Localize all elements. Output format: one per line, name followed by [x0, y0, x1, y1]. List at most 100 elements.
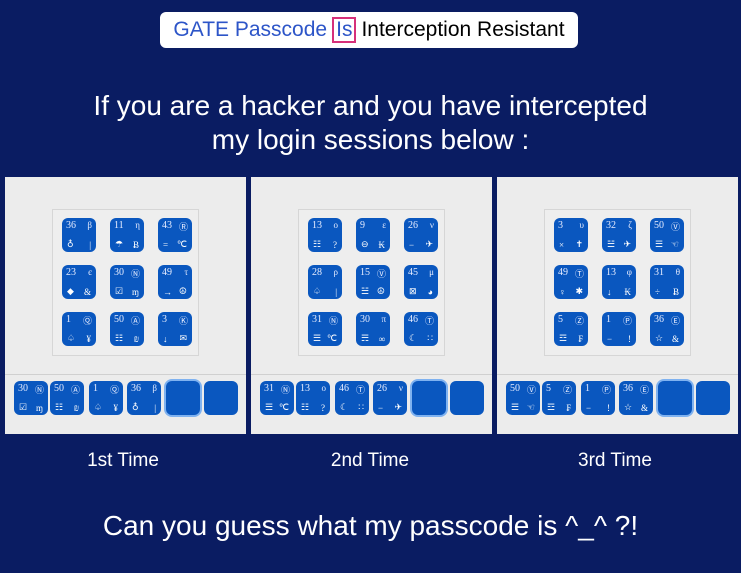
tile-icon-1: ◆ — [67, 286, 74, 296]
tile-icon-1: ☱ — [361, 286, 370, 296]
tile-number: 32 — [606, 220, 616, 231]
tile-symbol: Ⓟ — [601, 385, 611, 395]
tile-number: 43 — [162, 220, 172, 231]
tile-icon-2: | — [154, 403, 156, 413]
tile-icon-1: ☆ — [624, 402, 633, 412]
tile-number: 5 — [558, 314, 563, 325]
empty-token-slot[interactable] — [696, 381, 730, 415]
tile-icon-2: ☜ — [526, 402, 535, 412]
tile-symbol: φ — [626, 267, 632, 277]
tile-number: 50 — [114, 314, 124, 325]
tile-icon-1: − — [607, 334, 613, 344]
tile-icon-2: ? — [321, 403, 325, 413]
tile-icon-2: ✈ — [394, 402, 402, 412]
tile-symbol: Ⓥ — [670, 222, 680, 232]
tile-symbol: Ⓔ — [639, 385, 649, 395]
tile-number: 23 — [66, 267, 76, 278]
empty-token-slot[interactable] — [658, 381, 692, 415]
headline-line-2: my login sessions below : — [211, 124, 530, 155]
tile-symbol: Ⓥ — [376, 269, 386, 279]
tile-symbol: θ — [675, 267, 680, 277]
tile-number: 30 — [360, 314, 370, 325]
tile-symbol: β — [87, 220, 92, 230]
tile-icon-2: & — [83, 287, 91, 297]
tile-symbol: Ⓟ — [622, 316, 632, 326]
empty-token-slot[interactable] — [412, 381, 446, 415]
tile-number: 1 — [585, 383, 590, 394]
tile-number: 36 — [654, 314, 664, 325]
tile-icon-2: ₪ — [73, 403, 79, 413]
tile-icon-2: ℃ — [278, 402, 289, 412]
tile-number: 50 — [510, 383, 520, 394]
tile-icon-1: × — [559, 240, 565, 250]
tile-symbol: ζ — [628, 220, 632, 230]
tile-symbol: Ⓥ — [526, 385, 536, 395]
tile-icon-2: | — [89, 240, 91, 250]
tile-icon-1: ⊠ — [409, 286, 417, 296]
empty-token-slot[interactable] — [166, 381, 200, 415]
tile-icon-1: ☰ — [511, 402, 520, 412]
tile-number: 26 — [377, 383, 387, 394]
tile-icon-2: ✈ — [425, 239, 433, 249]
tile-number: 28 — [312, 267, 322, 278]
entered-token[interactable]: 50 Ⓥ ☰ ☜ — [506, 381, 540, 415]
tile-icon-1: ♁ — [132, 402, 139, 412]
tile-symbol: ε — [382, 220, 386, 230]
empty-token-slot[interactable] — [204, 381, 238, 415]
tile-number: 31 — [654, 267, 664, 278]
tile-number: 1 — [93, 383, 98, 394]
tile-icon-1: ♁ — [67, 239, 74, 249]
empty-token-slot[interactable] — [450, 381, 484, 415]
tile-number: 5 — [546, 383, 551, 394]
tile-icon-2: ₭ — [378, 240, 386, 250]
session-caption: 3rd Time — [578, 450, 652, 471]
tile-number: 13 — [300, 383, 310, 394]
tile-number: 36 — [131, 383, 141, 394]
tile-icon-1: ☷ — [301, 402, 310, 412]
tile-number: 31 — [264, 383, 274, 394]
